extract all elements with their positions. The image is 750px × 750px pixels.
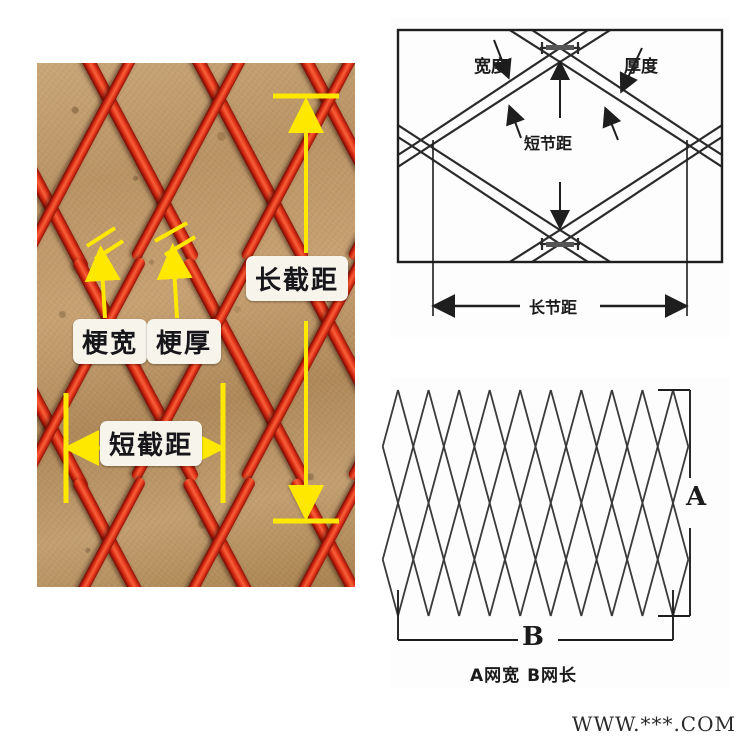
leader-arrows (492, 39, 643, 230)
expanded-metal-mesh-photo: 梗宽 梗厚 长截距 短截距 (37, 63, 355, 587)
sheet-dimension-diagram: A B A网宽 B网长 (381, 378, 730, 688)
label-short-pitch: 短截距 (100, 421, 203, 466)
label-strand-width: 梗宽 (73, 319, 148, 364)
measurement-annotation-overlay (63, 93, 339, 524)
label-width: 宽度 (474, 57, 508, 77)
diamond-lattice (381, 389, 690, 617)
long-pitch-dimension (273, 93, 339, 524)
strand-width-leader (84, 226, 125, 319)
dimension-a-bracket (658, 389, 691, 617)
label-dimension-b: B (522, 622, 544, 652)
diagram-caption: A网宽 B网长 (470, 666, 578, 686)
long-pitch-dimension (431, 140, 689, 318)
label-thickness: 厚度 (624, 57, 658, 77)
label-short-pitch: 短节距 (524, 134, 573, 153)
sheet-drawing (381, 389, 691, 641)
label-long-pitch: 长节距 (529, 298, 578, 317)
label-strand-thickness: 梗厚 (147, 319, 222, 364)
site-watermark: WWW.***.COM (571, 712, 736, 736)
diagram-frame (396, 28, 724, 264)
label-dimension-a: A (686, 482, 707, 512)
dimension-b-bracket (397, 590, 674, 641)
label-long-pitch: 长截距 (246, 256, 349, 301)
geometry-drawing (396, 28, 724, 318)
mesh-geometry-diagram: 宽度 厚度 短节距 长节距 (390, 18, 730, 338)
strand-thickness-leader (154, 221, 197, 319)
